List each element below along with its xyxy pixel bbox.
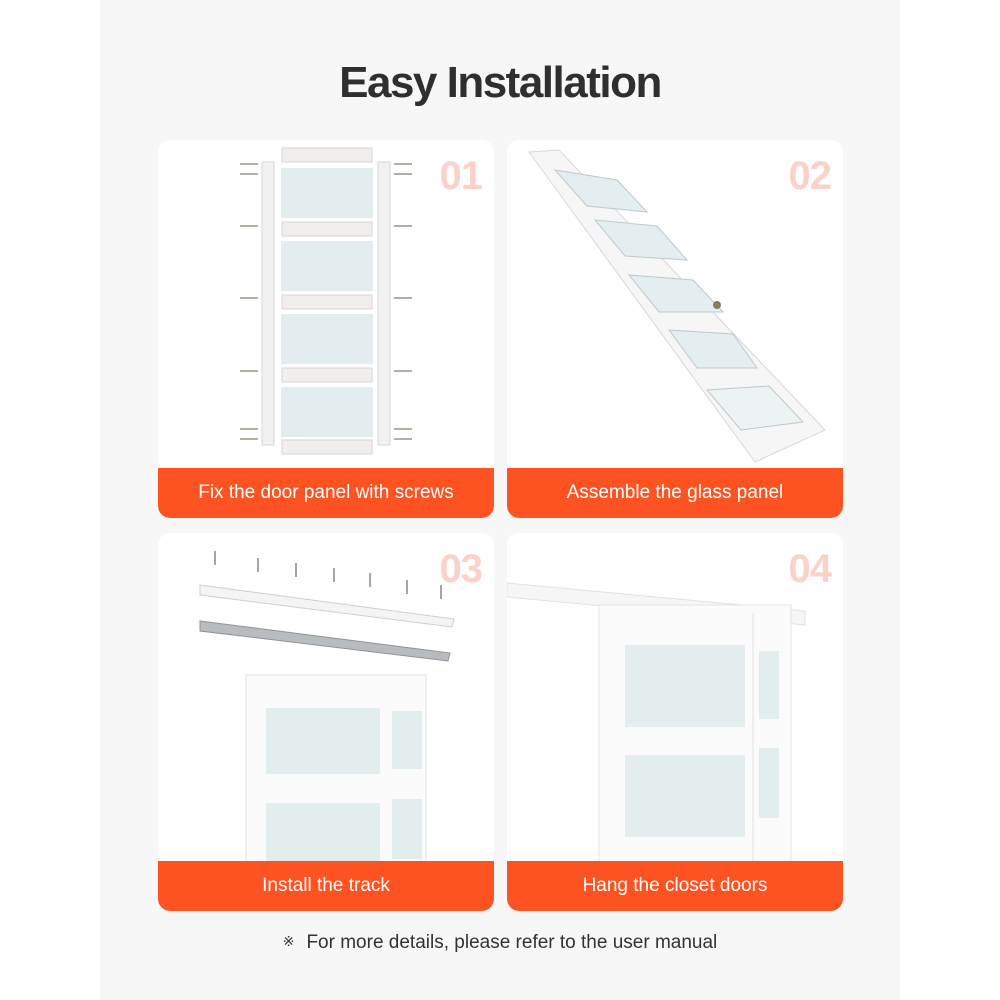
track-installation-illustration: [199, 551, 455, 863]
page-title: Easy Installation: [339, 58, 662, 107]
step-card-1: 01 Fix the door panel with screws: [158, 140, 494, 518]
hang-doors-illustration: [507, 582, 806, 863]
footer-note-text: For more details, please refer to the us…: [306, 932, 718, 953]
step-card-3: 03 Install the track: [158, 533, 494, 911]
tilted-glass-door-illustration: [528, 149, 826, 463]
step-card-4: 04 Hang the closet doors: [507, 533, 843, 911]
footer-note: ※ For more details, please refer to the u…: [0, 932, 1000, 954]
step-label: Fix the door panel with screws: [158, 468, 494, 518]
reference-mark-icon: ※: [282, 933, 295, 949]
step-card-2: 02 Assemble the glass panel: [507, 140, 843, 518]
step-number: 01: [439, 154, 483, 198]
step-number: 04: [788, 547, 832, 591]
step-number: 02: [788, 154, 832, 198]
step-label: Install the track: [158, 861, 494, 911]
step-label: Hang the closet doors: [507, 861, 843, 911]
step-label: Assemble the glass panel: [507, 468, 843, 518]
step-number: 03: [439, 547, 483, 591]
exploded-door-frame-illustration: [240, 147, 412, 455]
